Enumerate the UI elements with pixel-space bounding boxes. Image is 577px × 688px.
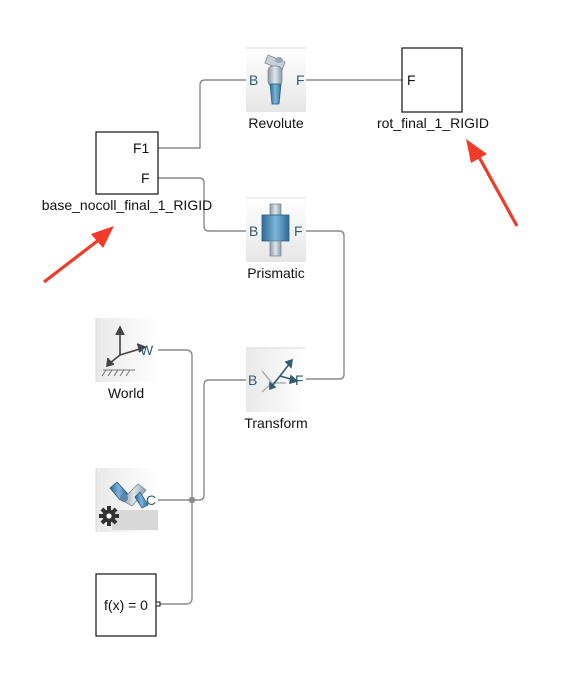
connection-base-f-to-prismatic-b[interactable] xyxy=(158,177,246,232)
solver-text: f(x) = 0 xyxy=(104,597,148,613)
revolute-joint-icon xyxy=(264,54,286,105)
gear-icon xyxy=(99,506,119,526)
rot-final-port-f: F xyxy=(407,72,416,88)
solver-block-frame xyxy=(95,573,157,637)
connection-world-w-to-junction[interactable] xyxy=(158,349,193,500)
base-port-f: F xyxy=(141,170,150,186)
prismatic-port-f: F xyxy=(294,223,303,239)
branch-junction-dot xyxy=(188,496,196,504)
base-port-f1: F1 xyxy=(133,140,150,156)
solver-port-square xyxy=(155,601,161,607)
connection-base-f1-to-revolute-b[interactable] xyxy=(158,79,246,149)
connection-transform-b-to-junction[interactable] xyxy=(192,379,246,501)
revolute-label: Revolute xyxy=(248,115,303,131)
base-label: base_nocoll_final_1_RIGID xyxy=(42,197,212,213)
world-label: World xyxy=(108,385,144,401)
base-block-frame xyxy=(95,131,159,195)
solver-configuration-block[interactable]: f(x) = 0 xyxy=(95,573,161,637)
mechanism-configuration-block[interactable]: C xyxy=(95,468,158,532)
prismatic-label: Prismatic xyxy=(247,265,305,281)
prismatic-port-b: B xyxy=(249,223,258,239)
mechanism-port-c: C xyxy=(146,492,156,508)
transform-port-f: F xyxy=(295,372,304,388)
world-block-background xyxy=(96,318,158,382)
prismatic-block[interactable]: B F Prismatic xyxy=(246,197,306,281)
revolute-block[interactable]: B F Revolute xyxy=(246,47,306,131)
transform-block[interactable]: B F Transform xyxy=(244,347,308,431)
world-port-w: W xyxy=(140,342,154,358)
rot-final-block[interactable]: F rot_final_1_RIGID xyxy=(377,47,489,131)
world-block[interactable]: W World xyxy=(95,318,158,401)
rot-final-label: rot_final_1_RIGID xyxy=(377,115,489,131)
connection-prismatic-f-to-transform-f[interactable] xyxy=(306,230,345,380)
annotation-arrow-rot-final xyxy=(466,139,519,227)
revolute-port-b: B xyxy=(249,72,258,88)
base-block[interactable]: F1 F base_nocoll_final_1_RIGID xyxy=(42,131,212,213)
revolute-port-f: F xyxy=(296,72,305,88)
world-frame-icon xyxy=(101,325,147,377)
transform-port-b: B xyxy=(248,372,257,388)
rigid-transform-icon xyxy=(261,358,299,393)
prismatic-joint-icon xyxy=(261,203,290,257)
transform-label: Transform xyxy=(244,415,307,431)
mechanism-configuration-icon xyxy=(99,481,158,530)
annotation-arrow-base xyxy=(43,226,114,284)
rot-final-block-frame xyxy=(401,47,463,113)
connections xyxy=(158,79,402,605)
connection-solver-to-junction[interactable] xyxy=(160,500,193,605)
